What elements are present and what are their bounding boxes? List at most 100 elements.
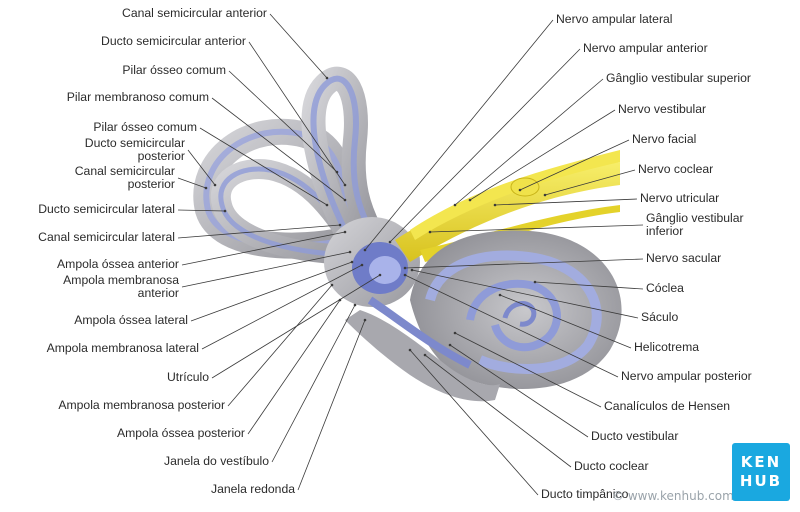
leader-dot-ducto-timpanico <box>408 348 412 352</box>
label-nervo-utricular: Nervo utricular <box>640 192 719 205</box>
watermark: © www.kenhub.com <box>612 489 734 503</box>
leader-nervo-ampular-lateral <box>364 19 554 251</box>
label-nervo-facial: Nervo facial <box>632 133 696 146</box>
label-line: Nervo vestibular <box>618 102 707 116</box>
leader-lines <box>177 13 644 496</box>
leader-dot-saculo <box>410 268 414 272</box>
label-nervo-ampular-posterior: Nervo ampular posterior <box>621 370 752 383</box>
label-line: Pilar ósseo comum <box>122 63 226 77</box>
leader-dot-ampola-membranosa-lateral <box>360 263 364 267</box>
label-line: Gânglio vestibular <box>646 211 744 225</box>
label-ampola-membranosa-posterior: Ampola membranosa posterior <box>58 399 225 412</box>
label-line: Ducto vestibular <box>591 429 679 443</box>
label-line: Sáculo <box>641 310 679 324</box>
leader-dot-nervo-facial <box>518 188 522 192</box>
leader-canaliculos-de-hensen <box>454 332 602 408</box>
leader-ducto-timpanico <box>409 349 539 496</box>
label-canal-semicircular-lateral: Canal semicircular lateral <box>38 231 175 244</box>
leader-dot-nervo-sacular <box>403 266 407 270</box>
label-line: Ampola membranosa <box>63 273 179 287</box>
label-janela-redonda: Janela redonda <box>211 483 295 496</box>
label-line: Canal semicircular lateral <box>38 230 175 244</box>
label-ampola-ossea-anterior: Ampola óssea anterior <box>57 258 179 271</box>
label-ducto-timpanico: Ducto timpânico <box>541 488 628 501</box>
label-saculo: Sáculo <box>641 311 678 324</box>
leader-janela-do-vestibulo <box>271 304 356 463</box>
leader-ducto-semicircular-lateral <box>177 209 226 212</box>
leader-ducto-vestibular <box>449 344 589 438</box>
leader-dot-nervo-coclear <box>543 193 547 197</box>
leader-dot-helicotrema <box>498 293 502 297</box>
leader-pilar-osseo-comum-1 <box>228 70 338 173</box>
leader-ducto-semicircular-posterior <box>187 149 216 186</box>
leader-pilar-osseo-comum-2 <box>199 127 328 206</box>
label-utriculo: Utrículo <box>167 371 209 384</box>
label-line: Pilar ósseo comum <box>93 120 197 134</box>
leader-dot-coclea <box>533 280 537 284</box>
leader-dot-pilar-membranoso-comum <box>343 198 347 202</box>
label-line: Cóclea <box>646 281 684 295</box>
label-line: posterior <box>137 149 185 163</box>
leader-nervo-utricular <box>494 198 638 206</box>
leader-ducto-coclear <box>424 354 572 468</box>
label-line: Canalículos de Hensen <box>604 399 731 413</box>
label-line: Nervo coclear <box>638 162 714 176</box>
leader-canal-semicircular-posterior <box>177 177 207 189</box>
leader-ampola-membranosa-lateral <box>201 264 363 350</box>
label-ampola-ossea-lateral: Ampola óssea lateral <box>74 314 188 327</box>
label-line: Nervo ampular lateral <box>556 12 673 26</box>
label-line: Ampola membranosa posterior <box>58 398 225 412</box>
leader-saculo <box>411 269 639 319</box>
leader-ampola-ossea-posterior <box>247 299 341 435</box>
label-line: Utrículo <box>167 370 209 384</box>
label-line: Ducto semicircular anterior <box>101 34 246 48</box>
leader-ganglio-vestibular-superior <box>454 78 604 206</box>
leader-dot-nervo-utricular <box>493 203 497 207</box>
leader-dot-ampola-ossea-posterior <box>338 298 342 302</box>
label-pilar-osseo-comum-1: Pilar ósseo comum <box>122 64 226 77</box>
leader-dot-ampola-membranosa-anterior <box>348 250 352 254</box>
leader-dot-ducto-semicircular-posterior <box>213 183 217 187</box>
label-line: Ducto semicircular <box>84 136 185 150</box>
leader-ampola-ossea-anterior <box>181 231 346 266</box>
label-ducto-semicircular-anterior: Ducto semicircular anterior <box>101 35 246 48</box>
vestibule <box>324 217 420 307</box>
leader-dot-pilar-osseo-comum-1 <box>335 170 339 174</box>
leader-dot-canal-semicircular-posterior <box>204 186 208 190</box>
label-helicotrema: Helicotrema <box>634 341 699 354</box>
label-line: Ducto semicircular lateral <box>38 202 175 216</box>
label-line: Canal semicircular anterior <box>122 6 267 20</box>
leader-canal-semicircular-anterior <box>269 13 328 79</box>
label-ampola-ossea-posterior: Ampola óssea posterior <box>117 427 245 440</box>
label-line: Janela do vestíbulo <box>163 454 269 468</box>
leader-janela-redonda <box>297 319 366 491</box>
label-line: Helicotrema <box>634 340 700 354</box>
leader-dot-ducto-semicircular-lateral <box>223 209 227 213</box>
leader-dot-ganglio-vestibular-superior <box>453 203 457 207</box>
leader-nervo-ampular-posterior <box>404 274 619 378</box>
label-pilar-osseo-comum-2: Pilar ósseo comum <box>93 121 197 134</box>
label-line: Nervo facial <box>632 132 697 146</box>
label-line: Ampola óssea anterior <box>57 257 179 271</box>
leader-pilar-membranoso-comum <box>211 97 346 201</box>
leader-ampola-ossea-lateral <box>190 261 353 322</box>
leader-ampola-membranosa-posterior <box>227 284 333 407</box>
label-line: Nervo utricular <box>640 191 720 205</box>
leader-dot-ampola-ossea-anterior <box>343 230 347 234</box>
label-line: Canal semicircular <box>74 164 175 178</box>
label-line: Pilar membranoso comum <box>66 90 209 104</box>
leader-dot-ganglio-vestibular-inferior <box>428 230 432 234</box>
logo-line-1: KEN <box>740 453 782 471</box>
label-line: Ampola membranosa lateral <box>46 341 199 355</box>
label-canal-semicircular-anterior: Canal semicircular anterior <box>122 7 267 20</box>
label-ducto-vestibular: Ducto vestibular <box>591 430 678 443</box>
label-nervo-vestibular: Nervo vestibular <box>618 103 706 116</box>
leader-dot-nervo-ampular-posterior <box>403 273 407 277</box>
label-janela-do-vestibulo: Janela do vestíbulo <box>164 455 269 468</box>
logo-line-2: HUB <box>739 472 783 490</box>
